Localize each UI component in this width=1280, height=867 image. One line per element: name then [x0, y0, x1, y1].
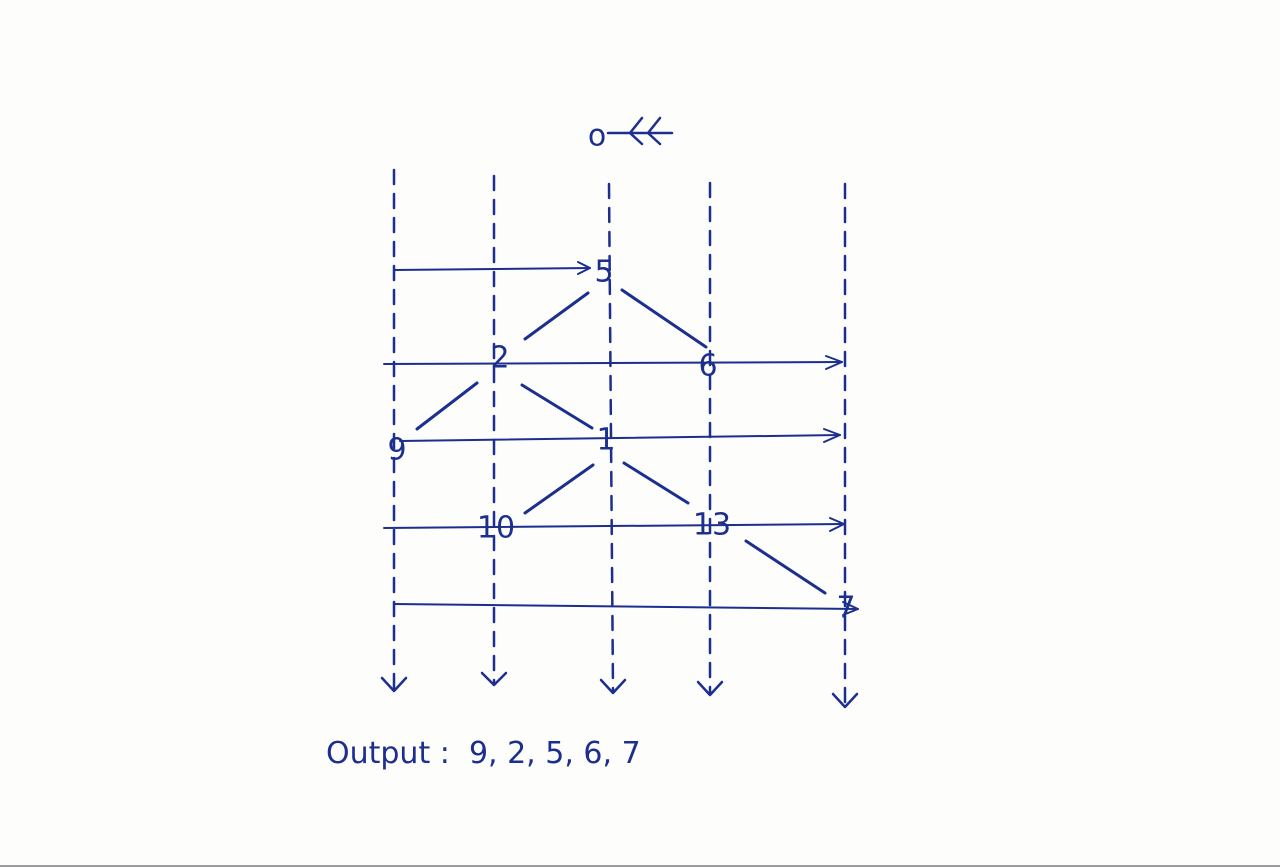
down-arrow-icon-4	[696, 680, 724, 697]
output-values: 9, 2, 5, 6, 7	[468, 736, 641, 771]
edge-5-2	[523, 291, 590, 341]
edge-2-9	[415, 381, 479, 431]
down-arrow-icon-1	[380, 676, 408, 693]
level-arrow-2	[383, 361, 843, 365]
level-arrow-head-5	[842, 601, 859, 616]
page-bottom-edge	[0, 865, 1280, 867]
level-arrows	[383, 261, 859, 616]
level-arrow-4	[383, 523, 845, 529]
tree-node-10: 10	[477, 511, 515, 546]
tree-node-6: 6	[698, 349, 717, 384]
tree-node-7: 7	[836, 591, 855, 626]
header-arrow-head-2	[646, 116, 662, 146]
edge-1-10	[523, 463, 595, 515]
output-label: Output :	[326, 736, 450, 771]
header-arrow: o	[588, 116, 674, 154]
tree-node-5: 5	[594, 255, 613, 290]
level-arrow-head-1	[577, 261, 591, 275]
level-arrow-3	[399, 434, 841, 442]
down-arrow-icon-3	[599, 678, 627, 695]
level-arrow-head-2	[825, 355, 843, 370]
edge-5-6	[620, 288, 708, 349]
tree-node-2: 2	[490, 341, 509, 376]
level-arrow-1	[393, 267, 591, 271]
header-label: o	[588, 119, 606, 154]
level-arrow-head-4	[829, 517, 845, 532]
down-arrow-icon-2	[480, 671, 508, 687]
tree-node-13: 13	[693, 508, 731, 543]
edge-1-13	[622, 461, 690, 505]
level-arrow-5	[393, 603, 859, 610]
tree-node-9: 9	[387, 433, 406, 468]
level-arrow-head-3	[823, 428, 841, 443]
header-arrow-head-1	[628, 116, 644, 146]
output-line: Output : 9, 2, 5, 6, 7	[326, 736, 641, 771]
edge-13-7	[744, 539, 827, 595]
tree-edges	[415, 288, 827, 595]
edge-2-1	[520, 383, 594, 430]
tree-node-1: 1	[596, 423, 615, 458]
tree-nodes: 5 2 6 9 1 10 13 7	[387, 255, 855, 626]
down-arrow-icon-5	[831, 692, 859, 709]
